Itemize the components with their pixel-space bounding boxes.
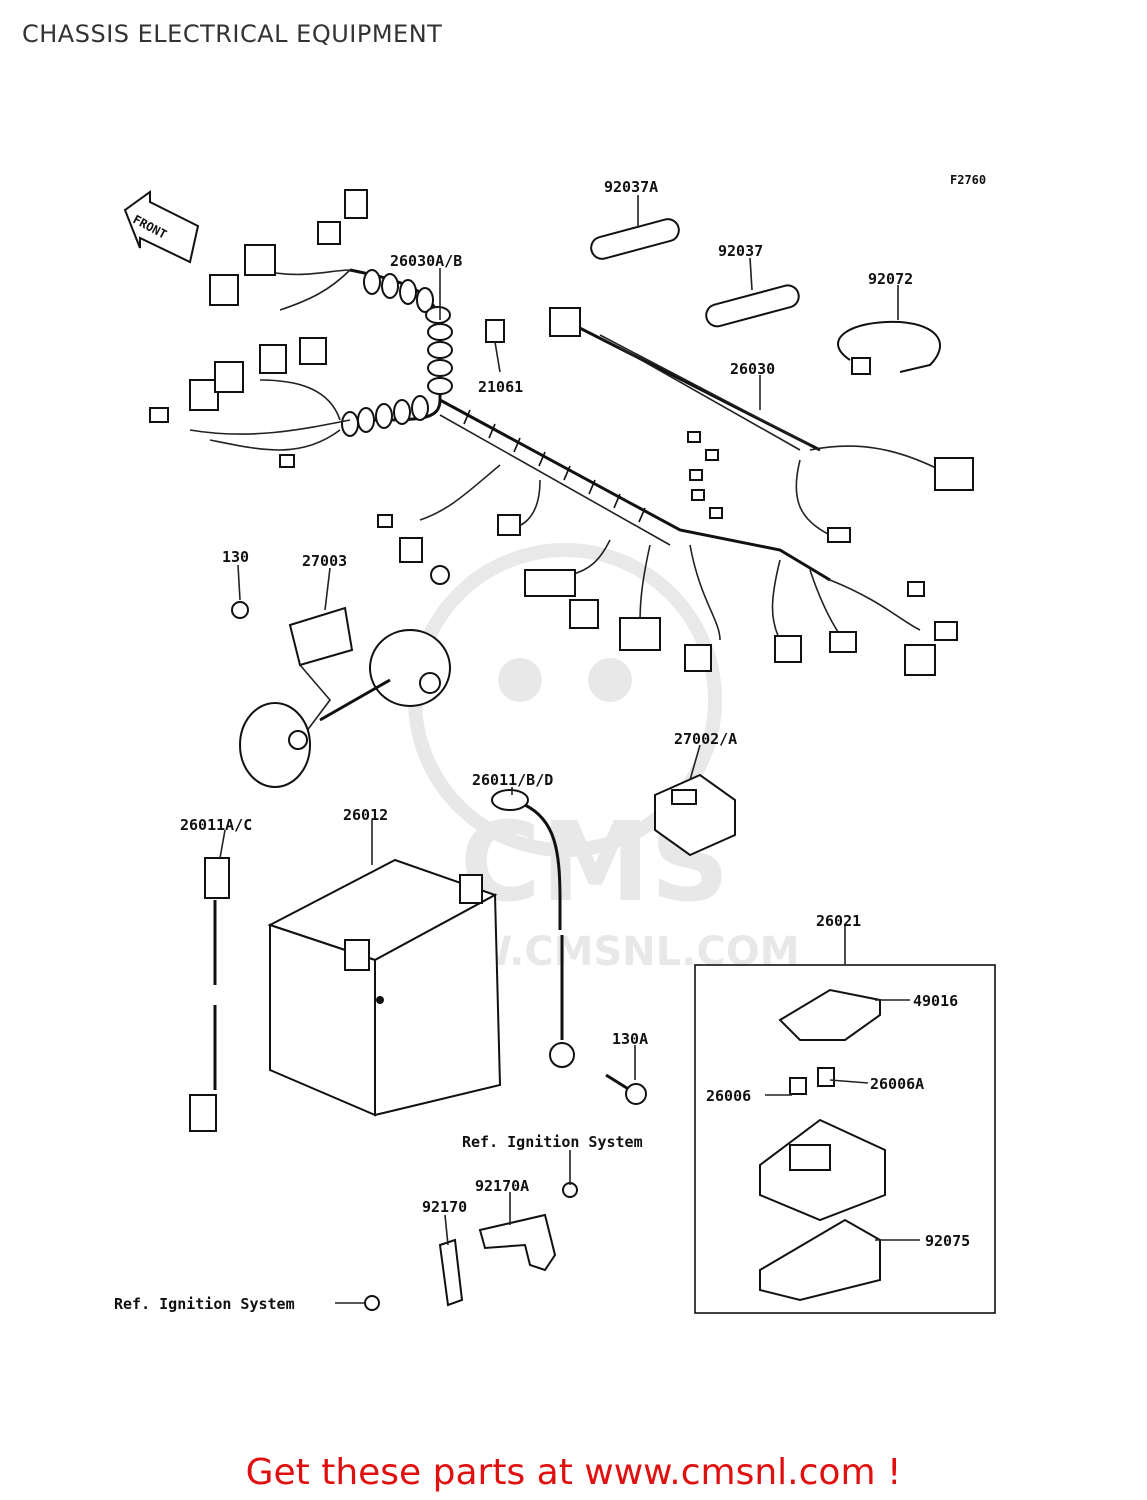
- label-49016: 49016: [913, 992, 958, 1010]
- battery-26012: [267, 858, 502, 1117]
- parts-diagram: CMS WWW.CMSNL.COM FRONT F2760: [114, 173, 996, 1314]
- label-27002A: 27002/A: [674, 730, 737, 748]
- leader-lines: [219, 195, 920, 1304]
- label-26030AB: 26030A/B: [390, 252, 462, 270]
- label-92037A: 92037A: [604, 178, 658, 196]
- label-ref-ignition-1: Ref. Ignition System: [462, 1133, 643, 1151]
- label-92170: 92170: [422, 1198, 467, 1216]
- label-92170A: 92170A: [475, 1177, 529, 1195]
- label-26011BD: 26011/B/D: [472, 771, 553, 789]
- figure-code: F2760: [950, 173, 986, 187]
- label-26030: 26030: [730, 360, 775, 378]
- label-ref-ignition-2: Ref. Ignition System: [114, 1295, 295, 1313]
- part-92037A: [590, 218, 680, 260]
- cable-26011BD: [491, 789, 575, 1068]
- part-21061: [485, 319, 505, 343]
- label-130: 130: [222, 548, 249, 566]
- fuse-box-26021: [759, 988, 886, 1302]
- label-26021: 26021: [816, 912, 861, 930]
- footer-link[interactable]: Get these parts at www.cmsnl.com !: [245, 1452, 902, 1493]
- sub-harness-26030: [549, 307, 974, 543]
- bracket-92170A: [478, 1182, 578, 1272]
- front-arrow-icon: FRONT: [123, 190, 200, 264]
- label-130A: 130A: [612, 1030, 648, 1048]
- label-21061: 21061: [478, 378, 523, 396]
- part-92037: [705, 284, 800, 328]
- main-harness: [149, 189, 958, 676]
- label-26006: 26006: [706, 1087, 751, 1105]
- label-26006A: 26006A: [870, 1075, 924, 1093]
- horn-assembly: [231, 601, 451, 788]
- label-26011AC: 26011A/C: [180, 816, 252, 834]
- label-92037: 92037: [718, 242, 763, 260]
- label-92075: 92075: [925, 1232, 970, 1250]
- bracket-92170: [364, 1238, 464, 1311]
- label-92072: 92072: [868, 270, 913, 288]
- bolt-130A: [605, 1073, 647, 1105]
- label-26012: 26012: [343, 806, 388, 824]
- cable-26011AC: [189, 857, 230, 1132]
- label-27003: 27003: [302, 552, 347, 570]
- page-title: CHASSIS ELECTRICAL EQUIPMENT: [22, 20, 443, 48]
- part-27002A: [654, 773, 736, 857]
